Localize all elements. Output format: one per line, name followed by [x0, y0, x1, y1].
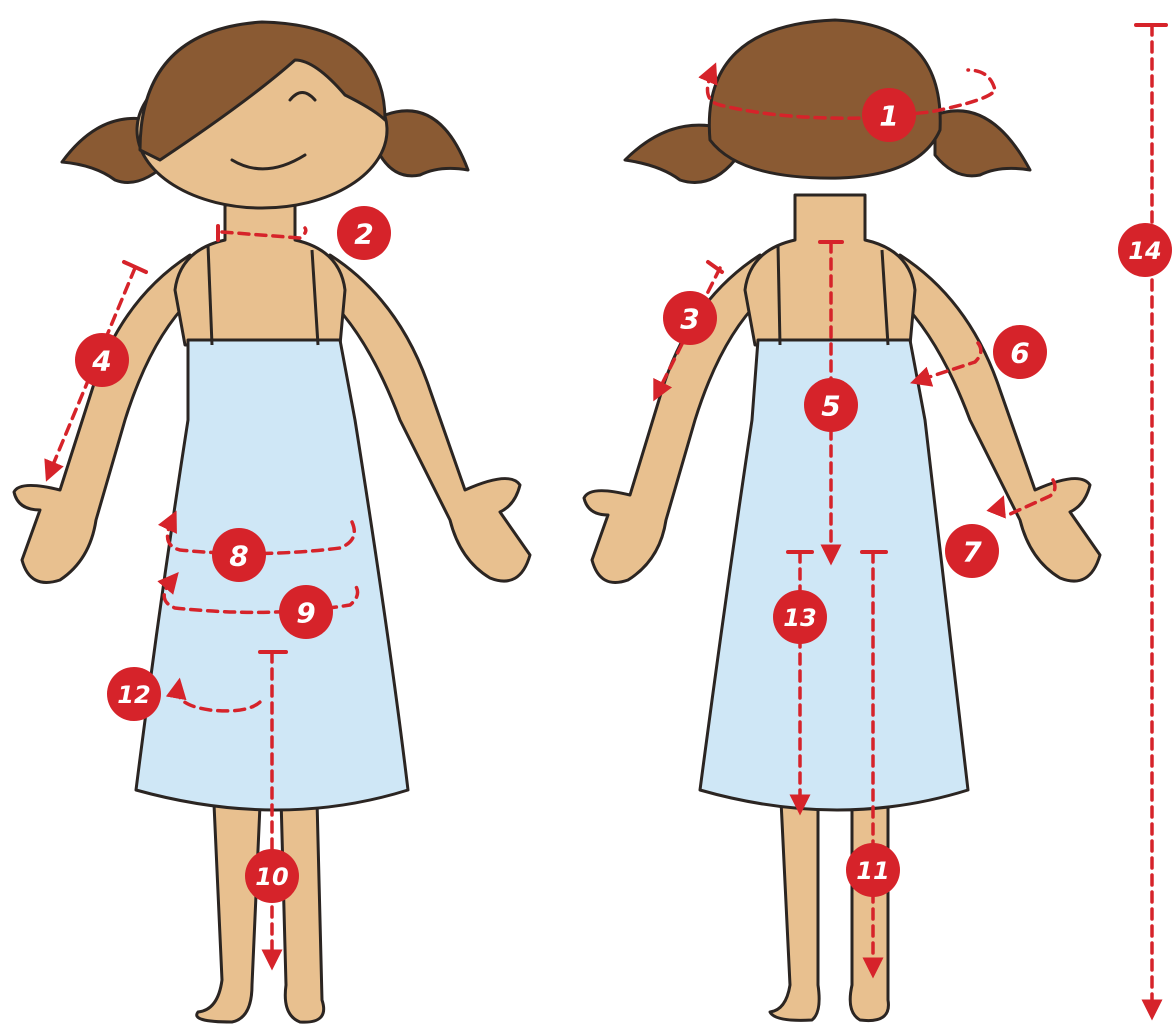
badge-number: 12: [117, 681, 150, 709]
girl-back-view-illustration: [584, 20, 1100, 1021]
badge-number: 10: [255, 863, 288, 891]
badge-number: 2: [354, 218, 373, 251]
measurement-badge-14: 14: [1118, 223, 1172, 277]
badge-number: 6: [1010, 337, 1029, 370]
measurement-badge-13: 13: [773, 590, 827, 644]
badge-number: 5: [821, 390, 840, 423]
badge-number: 3: [680, 303, 699, 336]
measurement-badge-7: 7: [945, 524, 999, 578]
measurement-badge-9: 9: [279, 585, 333, 639]
measurement-badge-1: 1: [862, 88, 916, 142]
measurement-badge-11: 11: [846, 843, 900, 897]
measurement-badge-6: 6: [993, 325, 1047, 379]
measurement-badge-12: 12: [107, 667, 161, 721]
badge-number: 1: [879, 100, 898, 133]
badge-number: 13: [783, 604, 816, 632]
measurement-badge-4: 4: [75, 333, 129, 387]
badge-number: 11: [856, 857, 889, 885]
badge-number: 4: [91, 345, 111, 378]
measurement-badge-3: 3: [663, 291, 717, 345]
badge-number: 8: [229, 540, 248, 573]
badge-number: 7: [962, 536, 982, 569]
measurement-badge-10: 10: [245, 849, 299, 903]
measurement-badge-8: 8: [212, 528, 266, 582]
badge-number: 9: [296, 597, 315, 630]
measurement-badge-2: 2: [337, 206, 391, 260]
badge-number: 14: [1128, 237, 1161, 265]
measurement-badge-5: 5: [804, 378, 858, 432]
